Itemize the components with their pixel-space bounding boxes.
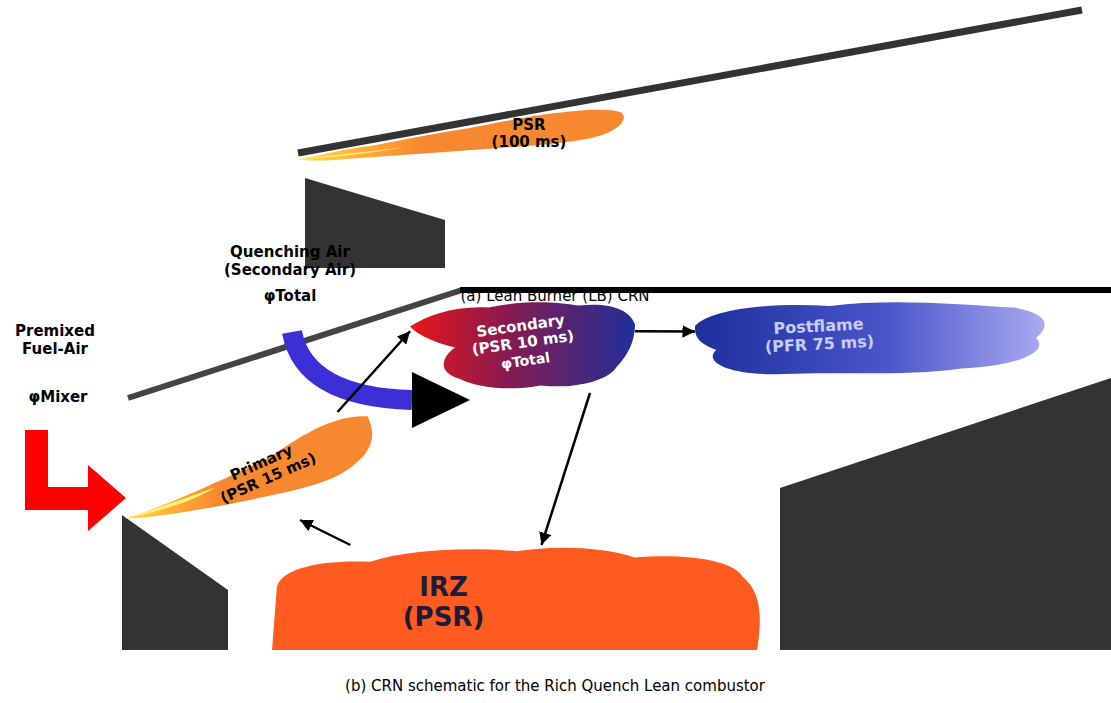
reactor-zone: Secondary (PSR 10 ms)φTotal xyxy=(410,298,635,393)
zone-fill xyxy=(695,302,1045,374)
zone-text-box: Postflame (PFR 75 ms) xyxy=(758,315,880,358)
flow-label: Premixed Fuel-Air xyxy=(5,322,105,358)
flame-core xyxy=(128,488,216,518)
flow-label: φTotal xyxy=(250,287,330,305)
flame-core xyxy=(301,147,403,158)
fuel-air-arrow xyxy=(25,430,126,531)
quench-arrowhead xyxy=(412,372,470,428)
zone-text-box: Primary (PSR 15 ms) xyxy=(209,434,322,509)
zone-label: PSR (100 ms) xyxy=(484,117,574,152)
zone-fill xyxy=(272,548,760,650)
zone-fill xyxy=(410,302,635,388)
reactor-zone: IRZ (PSR) xyxy=(272,545,762,650)
figure-caption: (a) Lean Burner (LB) CRN xyxy=(305,287,805,305)
exit-block xyxy=(780,378,1111,650)
liner-wall xyxy=(298,10,1082,153)
flow-arrow xyxy=(635,330,695,333)
flow-arrow xyxy=(300,520,350,545)
flow-arrow xyxy=(338,331,411,412)
flow-label: Quenching Air (Secondary Air) xyxy=(215,243,365,279)
flow-label: φMixer xyxy=(13,388,103,406)
zone-text-box: PSR (100 ms) xyxy=(484,117,574,152)
figure-caption: (b) CRN schematic for the Rich Quench Le… xyxy=(205,677,905,695)
zone-shape xyxy=(298,104,628,164)
zone-text-box: IRZ (PSR) xyxy=(394,573,494,633)
burner-block xyxy=(122,515,228,650)
reactor-zone: Primary (PSR 15 ms) xyxy=(125,412,375,520)
reactor-zone: PSR (100 ms) xyxy=(298,104,628,164)
flow-arrow xyxy=(542,393,591,545)
zone-label: Postflame (PFR 75 ms) xyxy=(758,315,880,358)
zone-shape xyxy=(272,545,762,650)
quench-air-arrow xyxy=(292,332,412,400)
zone-fill xyxy=(298,110,624,161)
zone-label: IRZ (PSR) xyxy=(394,573,494,633)
zone-label: Primary (PSR 15 ms) xyxy=(209,434,322,509)
reactor-zone: Postflame (PFR 75 ms) xyxy=(695,298,1050,378)
zone-fill xyxy=(125,416,372,519)
